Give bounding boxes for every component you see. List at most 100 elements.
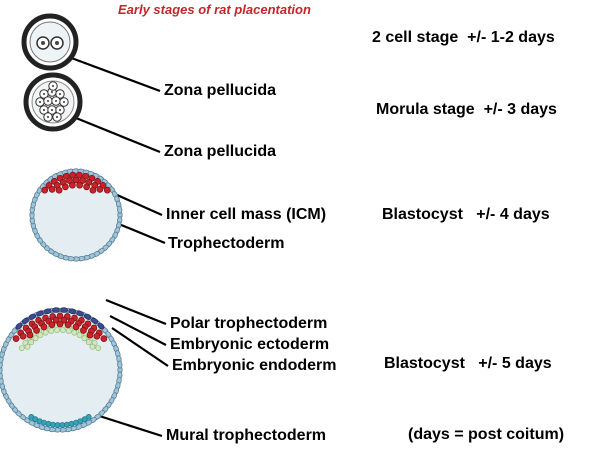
leader-ecto: [109, 315, 167, 346]
inner-cell-mass: [41, 171, 111, 194]
ectoderm-cell: [18, 345, 25, 351]
nucleus: [41, 41, 45, 45]
polar-cell: [97, 322, 105, 330]
ectoderm-cell: [81, 335, 88, 342]
leader-polar: [105, 298, 167, 326]
ectoderm-cell: [65, 328, 72, 334]
icm-cell: [41, 186, 49, 194]
footnote: (days = post coitum): [408, 426, 565, 443]
mural-cell: [50, 421, 56, 428]
icm-cell: [76, 181, 83, 189]
morula-nucleus: [54, 99, 58, 103]
icm-cell: [33, 327, 40, 334]
stage-blastocyst-5: Blastocyst +/- 5 days: [384, 355, 552, 373]
icm-cell: [26, 331, 34, 339]
label-zona-pellucida-1: Zona pellucida: [164, 82, 277, 99]
stage-time: +/- 4 days: [476, 206, 550, 223]
mural-cell: [59, 422, 66, 428]
icm-cell: [62, 172, 70, 180]
morula-nucleus: [62, 100, 66, 104]
ectoderm-cell: [37, 332, 44, 338]
morula-nucleus: [38, 100, 42, 104]
stage-name: Blastocyst: [384, 355, 465, 372]
morula-nucleus: [50, 90, 54, 94]
morula-nucleus: [58, 92, 62, 96]
leader-troph: [113, 220, 166, 245]
icm-cell: [40, 323, 48, 331]
icm-cell: [56, 320, 64, 328]
label-trophectoderm: Trophectoderm: [168, 235, 285, 252]
icm-cell: [80, 327, 87, 334]
polar-cell: [83, 313, 92, 320]
icm-cell: [12, 335, 20, 342]
morula-nucleus: [50, 108, 54, 112]
troph-cell: [117, 360, 123, 369]
stage-name: 2 cell stage: [372, 29, 459, 46]
icm-cell: [82, 172, 90, 180]
label-embryonic-endoderm: Embryonic endoderm: [172, 357, 337, 374]
morula-nucleus: [58, 108, 62, 112]
stage-time: +/- 1-2 days: [467, 29, 555, 46]
icm-cell: [55, 186, 63, 194]
polar-cell: [28, 313, 37, 320]
morula-nucleus: [51, 84, 55, 88]
icm-cell: [62, 183, 69, 191]
icm-cell: [72, 323, 80, 331]
morula-nucleus: [42, 108, 46, 112]
polar-cell: [60, 307, 68, 313]
ectoderm-cell: [48, 328, 55, 334]
stage-name: Morula stage: [376, 101, 475, 118]
icm-cell: [69, 181, 76, 189]
morula-embryo: [23, 72, 83, 132]
leader-endo: [111, 327, 169, 367]
ectoderm-cell: [71, 329, 78, 336]
ectoderm-cell: [85, 339, 92, 346]
icm-cell: [96, 186, 104, 193]
two-cell-embryo: [21, 13, 79, 71]
polar-cell: [68, 308, 77, 315]
stage-time: +/- 5 days: [478, 355, 552, 372]
nucleus: [55, 41, 59, 45]
morula-nucleus: [55, 115, 59, 119]
polar-cell: [52, 307, 60, 313]
icm-cell: [86, 331, 94, 339]
ectoderm-cell: [28, 339, 35, 346]
mural-cell: [85, 413, 92, 420]
label-embryonic-ectoderm: Embryonic ectoderm: [170, 336, 330, 353]
icm-cell: [64, 321, 72, 329]
icm-cell: [75, 171, 83, 179]
label-zona-pellucida-2: Zona pellucida: [164, 143, 277, 160]
ectoderm-cell: [24, 343, 31, 350]
icm-cell: [48, 321, 56, 329]
icm-cell: [100, 335, 108, 342]
blastocyst-day4: [29, 168, 123, 262]
stage-time: +/- 3 days: [483, 101, 557, 118]
leader-zona-2: [75, 116, 161, 154]
icm-cell: [83, 183, 90, 191]
stage-morula: Morula stage +/- 3 days: [376, 101, 557, 119]
leader-mural: [89, 411, 163, 438]
morula-nucleus: [46, 115, 50, 119]
polar-cell: [21, 317, 29, 325]
icm-cells: [12, 312, 108, 342]
icm-cell: [72, 176, 80, 184]
ectoderm-cell: [95, 345, 102, 351]
ectoderm-cell: [60, 327, 66, 333]
ectoderm-cell: [76, 332, 83, 338]
polar-cell: [76, 310, 84, 317]
polar-cell: [36, 310, 44, 317]
zona-inner: [29, 21, 71, 63]
polar-cell: [91, 317, 99, 325]
icm-cell: [89, 186, 97, 194]
morula-nucleus: [46, 99, 50, 103]
polar-cell: [43, 308, 52, 315]
icm-cell: [19, 332, 27, 340]
polar-cell: [15, 322, 23, 330]
label-inner-cell-mass: Inner cell mass (ICM): [166, 206, 327, 223]
icm-cell: [69, 171, 77, 179]
polar-trophectoderm-cells: [15, 307, 105, 330]
diagram-title: Early stages of rat placentation: [118, 2, 311, 17]
mural-trophectoderm-cells: [28, 413, 92, 428]
